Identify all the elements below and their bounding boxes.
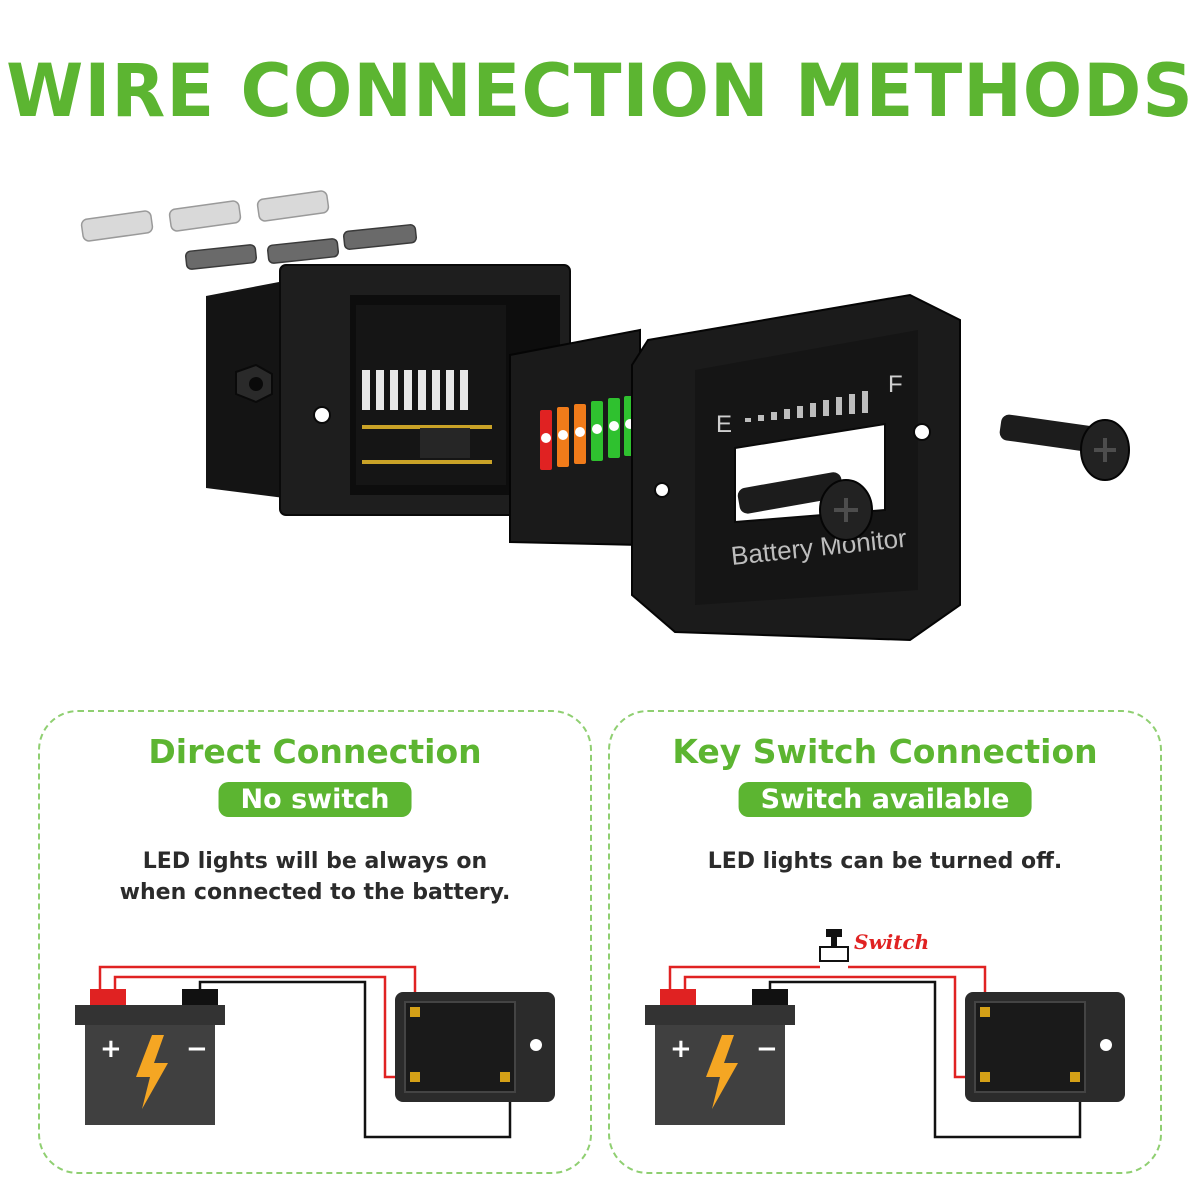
description-line: when connected to the battery. — [119, 880, 511, 905]
status-badge: No switch — [218, 782, 412, 817]
monitor-rear-icon — [395, 992, 555, 1102]
direct-connection-panel: Direct Connection No switch LED lights w… — [38, 710, 592, 1174]
key-switch-icon — [819, 929, 849, 962]
page-title: WIRE CONNECTION METHODS — [6, 47, 1194, 135]
panel-description: LED lights can be turned off. — [610, 846, 1160, 877]
exploded-product-illustration: E F Battery Monitor — [80, 190, 1130, 642]
front-bezel: E F Battery Monitor — [631, 293, 961, 642]
positive-terminal-label: + — [670, 1034, 692, 1064]
battery-icon: + − — [645, 989, 795, 1125]
gauge-scale — [745, 391, 868, 422]
gauge-empty-label: E — [716, 411, 732, 438]
circuit-board — [356, 305, 506, 485]
key-switch-connection-panel: Key Switch Connection Switch available L… — [608, 710, 1162, 1174]
led-display-module — [509, 328, 641, 547]
description-line: LED lights can be turned off. — [707, 849, 1063, 874]
monitor-rear-icon — [965, 992, 1125, 1102]
lightning-bolt-icon — [136, 1035, 168, 1109]
negative-terminal-label: − — [756, 1034, 778, 1064]
status-badge: Switch available — [738, 782, 1032, 817]
gauge-full-label: F — [888, 371, 903, 398]
switch-label: Switch — [854, 930, 929, 954]
panel-description: LED lights will be always on when connec… — [40, 846, 590, 908]
negative-terminal-label: − — [186, 1034, 208, 1064]
positive-terminal-label: + — [100, 1034, 122, 1064]
connector-terminals-icon — [80, 190, 417, 270]
mounting-screw-icon — [737, 472, 873, 541]
mounting-screw-icon — [999, 414, 1130, 481]
lightning-bolt-icon — [706, 1035, 738, 1109]
monitor-housing — [206, 264, 571, 516]
panel-title: Direct Connection — [148, 732, 482, 771]
description-line: LED lights will be always on — [142, 849, 488, 874]
direct-wiring-diagram: + − — [75, 965, 555, 1139]
switch-wiring-diagram: Switch + − — [645, 929, 1125, 1139]
panel-title: Key Switch Connection — [672, 732, 1098, 771]
battery-icon: + − — [75, 989, 225, 1125]
